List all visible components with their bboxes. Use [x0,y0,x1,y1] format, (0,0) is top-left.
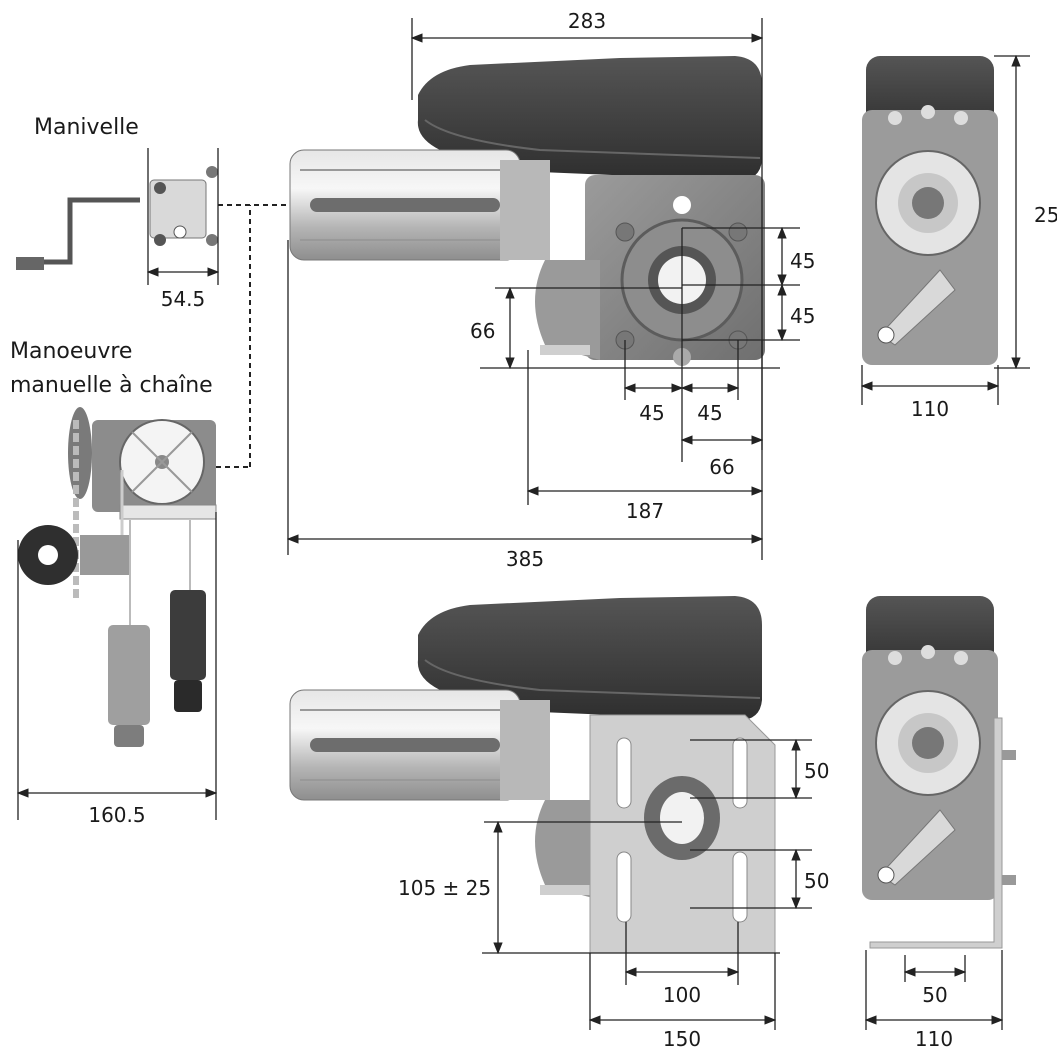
dim-top-width [410,18,764,560]
value-side-height: 250 [1034,203,1057,227]
dim-plate-hole-spacing [624,922,740,985]
dim-side-width-bottom [864,950,1004,1030]
dim-plate-shaft-height [482,820,780,955]
value-total-length: 385 [506,547,544,571]
value-shaft-height: 66 [470,319,495,343]
dim-chain-width [16,512,218,820]
dim-gearbox-width [526,350,764,505]
value-plate-shaft-height: 105 ± 25 [398,876,491,900]
value-top-width: 283 [568,9,606,33]
label-chain-line1: Manoeuvre [10,339,132,364]
dim-plate-vertical [690,738,812,910]
value-hole-v-upper: 45 [790,249,815,273]
value-hole-h-left: 45 [639,401,664,425]
dim-shaft-height [480,286,780,370]
dim-shaft-offset [680,340,764,450]
value-plate-width: 150 [663,1027,701,1048]
value-shaft-offset: 66 [709,455,734,479]
motor-side-view-top [862,56,998,365]
value-gearbox-width: 187 [626,499,664,523]
dim-plate-width [588,953,777,1030]
value-crank-width: 54.5 [161,287,206,311]
motor-front-view-bottom [289,596,776,954]
motor-side-view-bottom [862,596,1016,949]
value-hole-h-right: 45 [697,401,722,425]
value-plate-hole-spacing: 100 [663,983,701,1007]
value-hole-v-lower: 45 [790,304,815,328]
crank-illustration [16,166,218,270]
chain-illustration [18,407,217,747]
motor-front-view-top [289,56,765,366]
dim-holes-horizontal [623,228,740,462]
dim-total-length [286,240,764,555]
dim-side-width-top [860,365,1000,405]
value-side-width-bottom: 110 [915,1027,953,1048]
dim-holes-vertical [682,226,800,342]
value-bracket-width: 50 [922,983,947,1007]
label-chain-line2: manuelle à chaîne [10,373,213,398]
value-chain-width: 160.5 [88,803,145,827]
value-plate-v-upper: 50 [804,759,829,783]
value-side-width-top: 110 [911,397,949,421]
value-plate-v-lower: 50 [804,869,829,893]
dim-side-height [994,54,1030,370]
dim-bracket-width [903,955,967,982]
dim-crank-width [146,148,220,285]
label-crank: Manivelle [34,115,139,140]
